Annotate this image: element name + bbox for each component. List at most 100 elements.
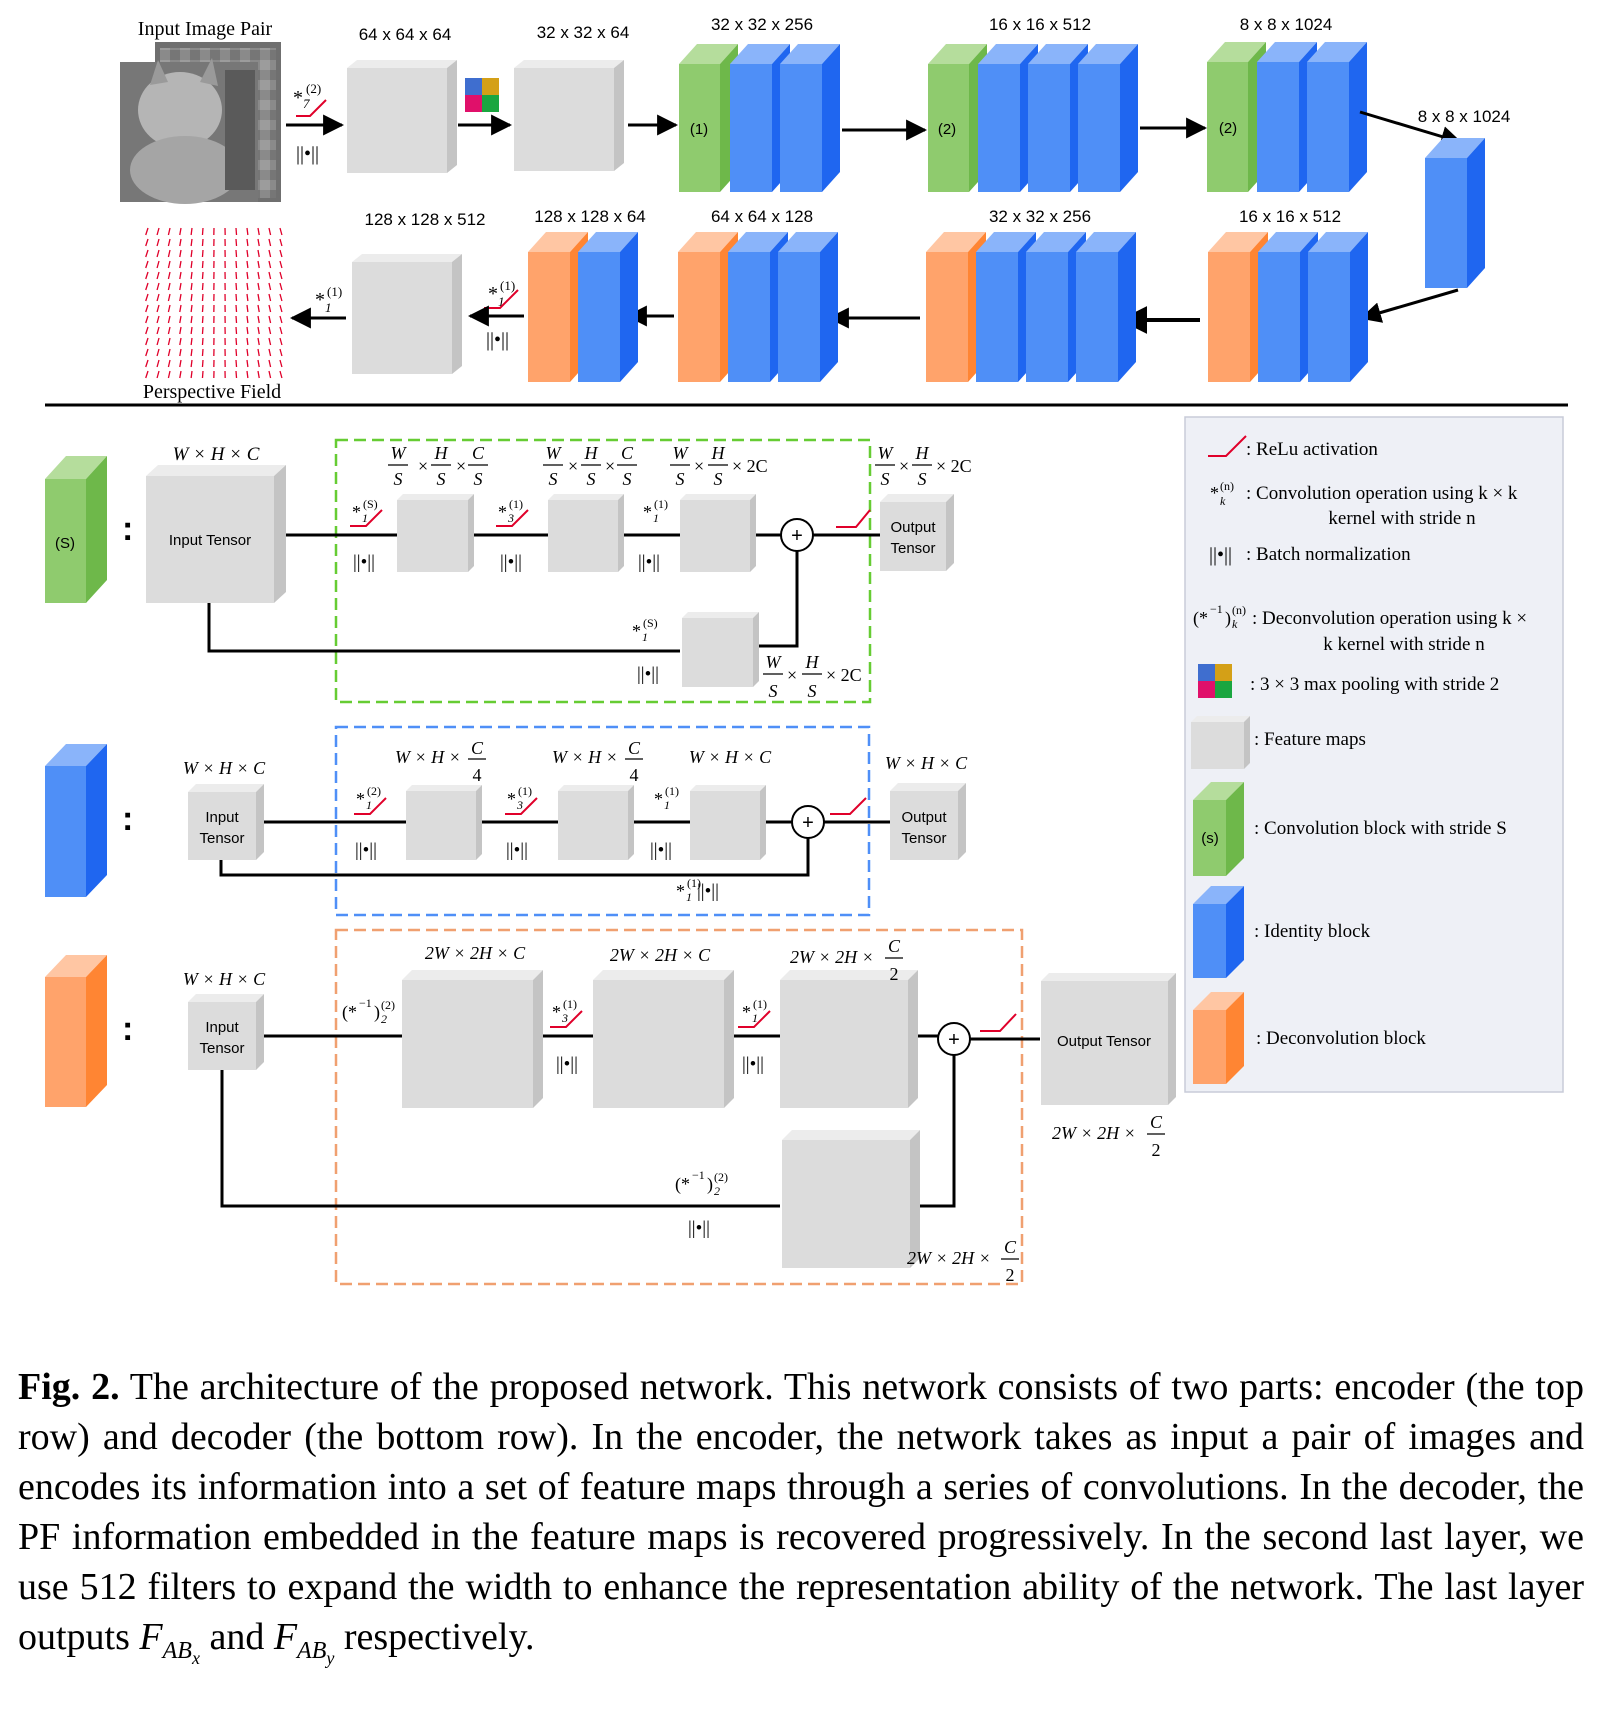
legend-conv-block: (s) : Convolution block with stride S [1193, 782, 1507, 876]
perspective-vector [235, 359, 238, 368]
decoder-stage-16 [1208, 232, 1368, 382]
svg-text:*: * [654, 789, 663, 809]
perspective-vector [145, 304, 149, 313]
input-tensor: Input Tensor [146, 465, 286, 603]
perspective-vector [190, 304, 193, 313]
perspective-vector [235, 337, 238, 346]
perspective-vector [190, 337, 193, 346]
relu-icon [836, 509, 871, 528]
svg-text:1: 1 [642, 630, 648, 644]
max-pool-icon [465, 78, 499, 112]
perspective-vector [235, 315, 238, 324]
batchnorm-icon: ||•|| [688, 1218, 710, 1239]
shortcut-feature-map [682, 612, 759, 687]
perspective-vector [167, 260, 171, 269]
perspective-vector [257, 227, 260, 236]
svg-text:Output Tensor: Output Tensor [1057, 1033, 1151, 1050]
perspective-vector [190, 326, 193, 335]
perspective-vector [235, 249, 238, 258]
id-op-2: * (1) 3 ||•|| [505, 784, 538, 861]
svg-text:1: 1 [498, 294, 505, 309]
svg-text:S: S [437, 469, 446, 489]
perspective-vector [190, 271, 193, 280]
perspective-vector [235, 238, 238, 247]
perspective-vector [156, 359, 160, 368]
svg-text:(S): (S) [643, 616, 658, 630]
perspective-vector [279, 271, 283, 280]
colon: : [122, 800, 133, 838]
svg-text:H: H [584, 443, 599, 463]
dim-2w2hc-1: 2W × 2H × C [425, 943, 526, 963]
perspective-vector [279, 304, 283, 313]
batchnorm-icon: ||•|| [637, 664, 659, 685]
legend-max-pool: : 3 × 3 max pooling with stride 2 [1198, 664, 1499, 698]
relu-icon [350, 509, 383, 527]
perspective-vector [246, 315, 249, 324]
svg-text:×: × [899, 456, 909, 476]
legend-identity-block: : Identity block [1193, 886, 1371, 978]
perspective-vector [268, 282, 272, 291]
colon: : [122, 1010, 133, 1048]
feature-map [402, 970, 543, 1108]
svg-text:×: × [605, 456, 615, 476]
feature-map [690, 785, 766, 860]
svg-text:Output: Output [890, 519, 936, 536]
dim-shortcut: W S × H S × 2C [763, 652, 862, 701]
dim-ws-hs-2c: W S × H S × 2C [670, 443, 768, 489]
svg-text:1: 1 [366, 798, 372, 812]
perspective-vector [268, 271, 272, 280]
perspective-vector [246, 249, 249, 258]
svg-text:S: S [623, 469, 632, 489]
deconv-op-1: (* −1 ) (2) 2 [342, 996, 395, 1026]
perspective-vector [235, 304, 238, 313]
perspective-vector [179, 271, 182, 280]
feature-map [780, 970, 918, 1108]
perspective-vector [179, 238, 182, 247]
svg-text:3: 3 [516, 798, 523, 812]
svg-text:C: C [1004, 1237, 1017, 1257]
identity-block [1308, 232, 1368, 382]
batchnorm-icon: ||•|| [353, 552, 375, 573]
perspective-vector [279, 227, 283, 236]
dim-c4-1: W × H × C 4 [395, 738, 486, 785]
perspective-vector [235, 227, 238, 236]
svg-text:(1): (1) [687, 876, 701, 890]
perspective-vector [156, 271, 160, 280]
svg-text:S: S [474, 469, 483, 489]
perspective-vector [156, 348, 160, 357]
svg-text:S: S [808, 681, 817, 701]
perspective-vector [156, 315, 160, 324]
svg-text:W: W [878, 443, 895, 463]
perspective-vector [257, 249, 260, 258]
legend-relu: : ReLu activation [1208, 435, 1378, 460]
svg-text:k kernel with stride n: k kernel with stride n [1323, 634, 1485, 655]
feature-map [593, 970, 734, 1108]
perspective-vector [167, 359, 171, 368]
perspective-vector [268, 359, 272, 368]
relu-icon [738, 1010, 771, 1028]
perspective-vector [145, 238, 149, 247]
perspective-vector [246, 282, 249, 291]
dim-16x16x512: 16 x 16 x 512 [989, 15, 1091, 34]
svg-text:*: * [632, 621, 641, 641]
svg-text:3: 3 [561, 1011, 568, 1025]
perspective-vector [201, 315, 204, 324]
perspective-vector [190, 348, 193, 357]
svg-text:): ) [374, 1002, 380, 1023]
svg-text:H: H [711, 443, 726, 463]
svg-text:Tensor: Tensor [199, 1040, 244, 1057]
perspective-vector [167, 293, 171, 302]
svg-text:(*: (* [1193, 608, 1208, 629]
perspective-vector [246, 337, 249, 346]
perspective-vector [145, 227, 149, 236]
perspective-vector [201, 260, 204, 269]
svg-text:(2): (2) [381, 998, 395, 1012]
perspective-vector [145, 249, 149, 258]
figure-label: Fig. 2. [18, 1366, 120, 1408]
perspective-vector [257, 304, 260, 313]
perspective-vector [167, 227, 171, 236]
perspective-vector [246, 271, 249, 280]
batchnorm-icon: ||•|| [556, 1054, 578, 1075]
svg-text:kernel with stride n: kernel with stride n [1328, 508, 1476, 529]
dim-16x16x512-dec: 16 x 16 x 512 [1239, 207, 1341, 226]
